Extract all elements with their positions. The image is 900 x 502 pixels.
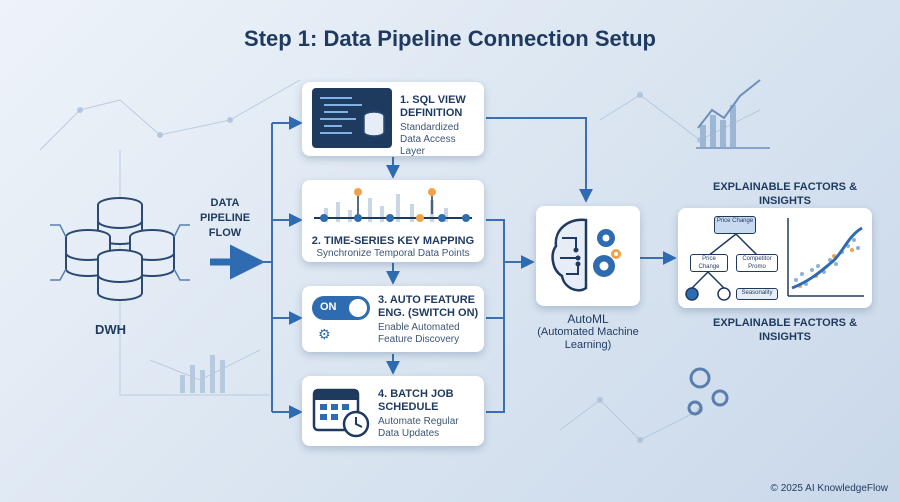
toggle-knob: [349, 299, 367, 317]
brain-gear-icon: [551, 218, 621, 292]
automl-subtitle: (Automated Machine Learning): [537, 326, 639, 351]
step-card-sql-view: 1. SQL VIEW DEFINITION Standardized Data…: [302, 82, 484, 157]
decorative-bar-chart: [696, 79, 770, 149]
tree-node-root: Price Change: [714, 216, 756, 234]
page-title: Step 1: Data Pipeline Connection Setup: [244, 26, 656, 51]
decision-tree: [685, 233, 759, 301]
step-3-subtitle: Enable Automated Feature Discovery: [378, 322, 460, 345]
tree-node-seasonality: Seasonality: [736, 288, 778, 300]
step-3-title: 3. AUTO FEATURE ENG. (SWITCH ON): [378, 294, 479, 319]
calendar-clock-icon: [312, 384, 372, 445]
step-2-subtitle: Synchronize Temporal Data Points: [316, 248, 470, 259]
trend-scatter-plot: [787, 218, 864, 297]
feature-toggle-switch[interactable]: ON: [312, 296, 370, 320]
dwh-database-icon: [50, 185, 190, 315]
step-card-batch-job: 4. BATCH JOB SCHEDULE Automate Regular D…: [302, 376, 484, 446]
automl-card: [536, 206, 640, 306]
step-2-title: 2. TIME-SERIES KEY MAPPING: [311, 235, 475, 247]
step-card-time-series: 2. TIME-SERIES KEY MAPPING Synchronize T…: [302, 180, 484, 262]
data-pipeline-flow-label: DATA PIPELINE FLOW: [199, 197, 251, 239]
step-4-title: 4. BATCH JOB SCHEDULE: [378, 388, 454, 413]
tree-node-price: Price Change: [690, 254, 728, 272]
gear-icon: ⚙: [318, 326, 331, 342]
insights-title-bottom: EXPLAINABLE FACTORS & INSIGHTS: [712, 317, 858, 343]
insights-title-top: EXPLAINABLE FACTORS & INSIGHTS: [712, 181, 858, 207]
tree-node-competitor: Competitor Promo: [736, 254, 778, 272]
automl-title: AutoML: [567, 312, 609, 326]
dwh-label: DWH: [95, 322, 127, 337]
insights-card: Price Change Price Change Competitor Pro…: [678, 208, 872, 308]
toggle-on-label: ON: [320, 301, 337, 313]
step-4-subtitle: Automate Regular Data Updates: [378, 416, 459, 439]
code-editor-icon: [312, 88, 392, 148]
copyright-text: © 2025 AI KnowledgeFlow: [770, 483, 888, 494]
timeline-icon: [314, 188, 472, 222]
step-1-subtitle: Standardized Data Access Layer: [400, 122, 459, 157]
step-1-title: 1. SQL VIEW DEFINITION: [400, 94, 466, 119]
step-card-auto-feature: ON ⚙ 3. AUTO FEATURE ENG. (SWITCH ON) En…: [302, 286, 484, 352]
